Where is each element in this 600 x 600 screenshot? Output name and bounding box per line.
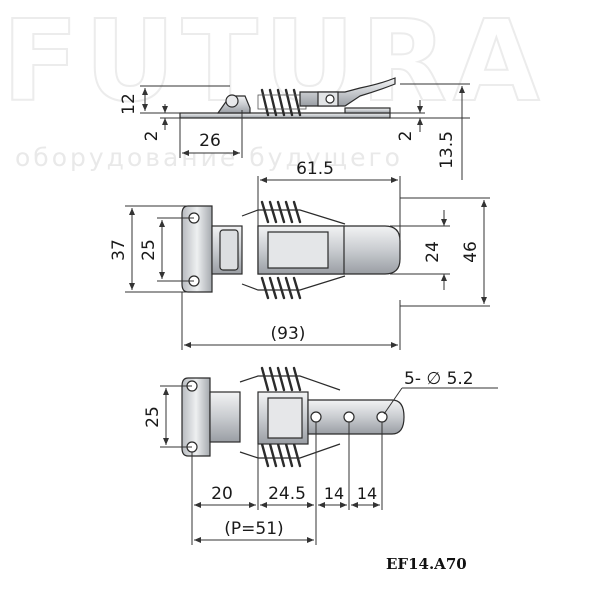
dim-bottom-25: 25 — [143, 406, 163, 428]
top-lever-face — [267, 231, 329, 269]
dim-side-26: 26 — [199, 131, 221, 151]
dim-top-61-5: 61.5 — [296, 159, 334, 179]
side-catch — [344, 107, 391, 114]
side-hook-pivot — [225, 94, 239, 108]
top-wire-lower — [241, 275, 346, 291]
bottom-lever-face — [267, 397, 303, 439]
top-view: 61.5 37 25 24 46 (93) — [109, 159, 490, 350]
bottom-hook — [209, 391, 241, 443]
top-hook-eye — [219, 229, 239, 271]
dim-bottom-14-b: 14 — [357, 484, 377, 503]
product-code: EF14.A70 — [386, 555, 467, 573]
bottom-spring-upper — [260, 366, 302, 392]
dim-top-46: 46 — [461, 241, 481, 263]
bottom-hasp — [307, 399, 405, 435]
hasp-hole-3 — [376, 411, 388, 423]
watermark: FUTURA оборудование будущего — [1, 0, 546, 172]
dim-top-37: 37 — [109, 239, 129, 261]
dim-side-12: 12 — [119, 93, 139, 115]
dim-bottom-14-a: 14 — [324, 484, 344, 503]
dim-bottom-pitch: (P=51) — [224, 519, 283, 539]
dim-bottom-20: 20 — [211, 484, 233, 504]
dim-top-24: 24 — [423, 241, 443, 263]
bottom-spring-lower — [260, 442, 302, 468]
bottom-mount-plate — [181, 377, 211, 457]
top-spring-lower — [260, 276, 302, 300]
hasp-hole-2 — [343, 411, 355, 423]
side-view: 12 2 26 2 13.5 — [119, 77, 470, 180]
dim-side-2-right: 2 — [396, 131, 416, 142]
watermark-brand: FUTURA — [2, 0, 546, 127]
dim-top-25: 25 — [139, 239, 159, 261]
side-lever-pin — [325, 94, 335, 104]
dim-side-2-left: 2 — [142, 131, 162, 142]
dim-bottom-24-5: 24.5 — [268, 484, 306, 504]
hasp-hole-1 — [310, 411, 322, 423]
bottom-wire-lower — [239, 443, 341, 459]
dim-side-13-5: 13.5 — [437, 131, 457, 169]
dim-bottom-holes: 5- ∅ 5.2 — [404, 369, 474, 389]
dim-top-93: (93) — [271, 324, 306, 344]
top-spring-upper — [260, 200, 302, 224]
top-wire-upper — [241, 209, 346, 225]
bottom-view: 5- ∅ 5.2 25 20 24.5 14 14 (P=51) — [143, 366, 498, 545]
watermark-tagline: оборудование будущего — [15, 143, 403, 172]
